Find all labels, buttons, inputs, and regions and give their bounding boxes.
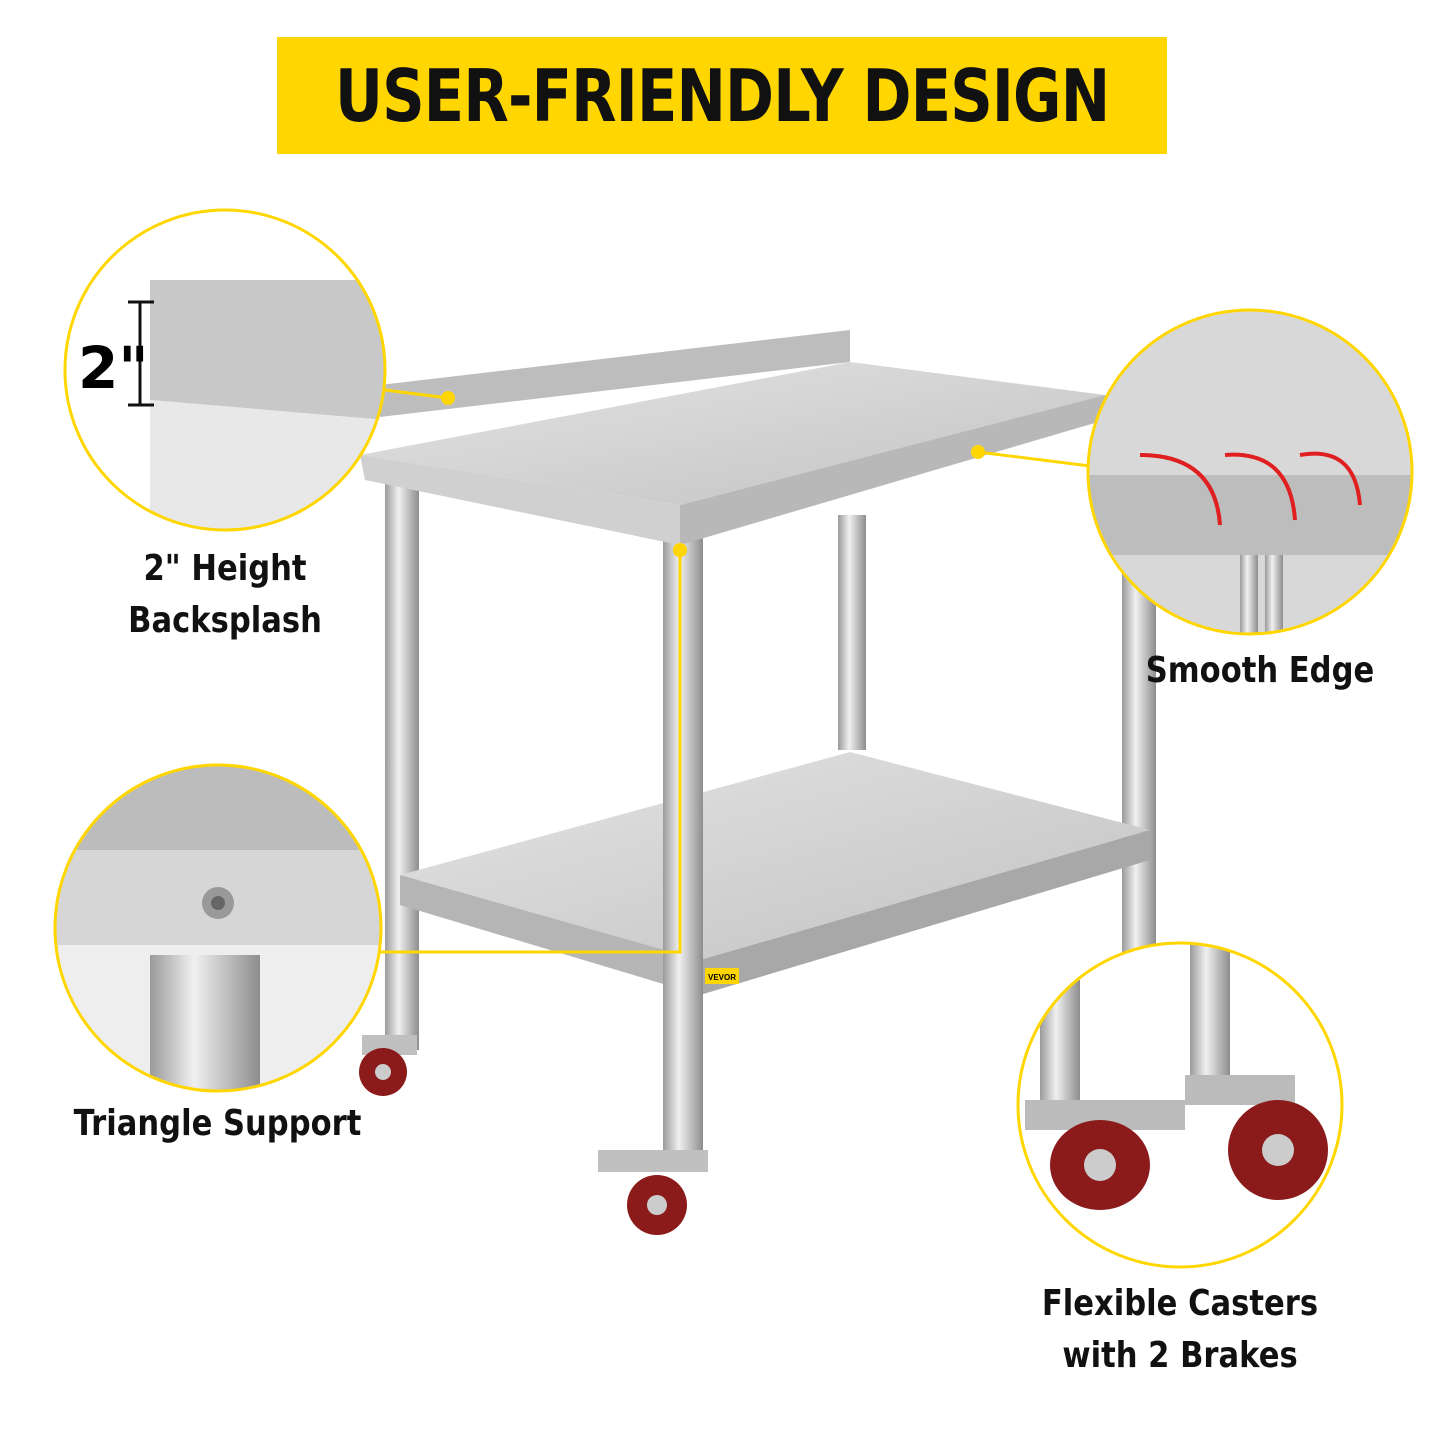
measure-label: 2" bbox=[78, 334, 149, 402]
callout-lines bbox=[380, 388, 1091, 954]
brand-label: VEVOR bbox=[708, 973, 736, 982]
label-line: Flexible Casters bbox=[1041, 1283, 1319, 1324]
leg-back-right bbox=[838, 515, 866, 750]
lower-shelf bbox=[400, 752, 1150, 960]
triangle-support-detail bbox=[55, 765, 381, 1091]
leg-right bbox=[1122, 560, 1156, 980]
table-top bbox=[360, 362, 1105, 505]
casters-detail bbox=[1018, 943, 1342, 1267]
label-line: 2" Height bbox=[143, 548, 307, 589]
casters-label: Flexible Casters with 2 Brakes bbox=[1036, 1278, 1325, 1382]
smooth-edge-detail bbox=[1088, 310, 1412, 634]
title-text: USER-FRIENDLY DESIGN bbox=[334, 53, 1110, 138]
title-banner: USER-FRIENDLY DESIGN bbox=[277, 37, 1167, 154]
label-line: Smooth Edge bbox=[1145, 650, 1375, 691]
label-line: with 2 Brakes bbox=[1062, 1335, 1298, 1376]
work-table: VEVOR bbox=[359, 330, 1156, 1235]
triangle-support-label: Triangle Support bbox=[71, 1098, 364, 1150]
leg-front bbox=[663, 530, 703, 1170]
label-line: Triangle Support bbox=[73, 1103, 362, 1144]
leg-back-left bbox=[385, 470, 419, 1050]
smooth-edge-label: Smooth Edge bbox=[1133, 645, 1388, 697]
backsplash-detail bbox=[65, 210, 385, 530]
backsplash bbox=[380, 330, 850, 417]
backsplash-label: 2" Height Backsplash bbox=[106, 543, 344, 647]
label-line: Backsplash bbox=[128, 600, 322, 641]
